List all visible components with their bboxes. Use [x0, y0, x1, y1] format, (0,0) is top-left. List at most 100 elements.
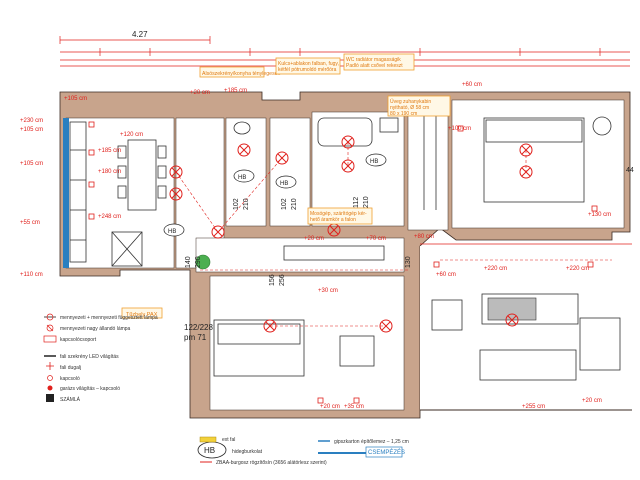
- legend-item: kapcsoló: [60, 376, 80, 382]
- height-label: +220 cm: [484, 266, 507, 272]
- height-label: +105 cm: [20, 127, 43, 133]
- legend: mennyezeti + mennyezeti függesztett lámp…: [43, 313, 158, 403]
- svg-text:HB: HB: [280, 181, 288, 187]
- footer-caption: ZBAA-burgosz rögzítősín (3656 alátörlesz…: [216, 460, 327, 466]
- legend-item: fali dugalj: [60, 365, 81, 371]
- note-text: Mosógép, szárítógép kér-hető áramkör a f…: [310, 211, 367, 223]
- note-box: [387, 95, 451, 117]
- light-fixtures: [169, 135, 533, 333]
- note-text: Tűzhely PAX: [126, 312, 158, 318]
- room-living: [209, 275, 405, 411]
- top-dimension-label: 4.27: [132, 30, 148, 39]
- height-label: +60 cm: [436, 272, 456, 278]
- room-dimension: pm 71: [184, 333, 207, 342]
- svg-text:HB: HB: [168, 229, 176, 235]
- height-label: +105 cm: [20, 161, 43, 167]
- height-label: +248 cm: [98, 214, 121, 220]
- door-dimension: 256: [279, 274, 286, 286]
- pendant-lamp-icon: [46, 313, 54, 321]
- ext-wall-swatch: [199, 436, 217, 443]
- outlet-icon: [88, 121, 95, 128]
- height-label: +20 cm: [304, 236, 324, 242]
- note-box: [275, 57, 341, 75]
- csempe-label: CSEMPÉZÉS: [368, 449, 405, 456]
- height-label: +185 cm: [224, 88, 247, 94]
- svg-text:HB: HB: [370, 159, 378, 165]
- height-label: +20 cm: [320, 404, 340, 410]
- door-dimension: 130: [405, 256, 412, 268]
- room-label-hb: HB: [233, 169, 255, 183]
- legend-item: mennyezeti + mennyezeti függesztett lámp…: [60, 315, 158, 321]
- outlet-icon: [88, 181, 95, 188]
- note-box: [307, 207, 373, 225]
- door-dimension: 102: [233, 198, 240, 210]
- height-label: +80 cm: [414, 234, 434, 240]
- door-dimension: 290: [195, 256, 202, 268]
- door-dimension: 210: [243, 198, 250, 210]
- outlet-icon: [88, 213, 95, 220]
- note-text: Kulcs+ablakon falban, fugy,kétfél pótrum…: [278, 61, 339, 73]
- outlets: [88, 121, 598, 404]
- height-label: +130 cm: [588, 212, 611, 218]
- height-label: +55 cm: [20, 220, 40, 226]
- fixtures: [69, 112, 621, 381]
- height-label: +20 cm: [190, 90, 210, 96]
- note-box: [343, 53, 415, 71]
- lamp-icon: [505, 313, 519, 327]
- room-label-hb: HB: [275, 175, 297, 189]
- outlet-icon: [353, 397, 360, 404]
- legend-item: fali szekrény LED világítás: [60, 354, 119, 360]
- garage-light-icon: [47, 385, 53, 391]
- room-corridor: [269, 117, 311, 227]
- legend-item: SZÁMLÁ: [60, 396, 81, 403]
- outlet-icon: [591, 205, 598, 212]
- height-label: +70 cm: [366, 236, 386, 242]
- outlet-icon: [587, 261, 594, 268]
- room-wardrobe: [407, 99, 449, 231]
- switch-group-icon: [43, 335, 57, 343]
- meter-icon: [46, 394, 54, 402]
- walls: [59, 91, 632, 419]
- wiring: [175, 142, 632, 327]
- height-label: +185 cm: [98, 148, 121, 154]
- hb-legend-caption: hidegburkolat: [232, 449, 263, 455]
- door-dimension: 112: [353, 197, 360, 208]
- switch-icon: [47, 375, 53, 381]
- water-pipe-icon: [63, 118, 69, 268]
- height-label: +110 cm: [20, 272, 43, 278]
- height-label: +220 cm: [566, 266, 589, 272]
- ext-wall-caption: ext fal: [222, 437, 235, 443]
- door-dimension: 210: [291, 198, 298, 210]
- door-dimension: 140: [185, 256, 192, 268]
- lamp-icon: [169, 187, 183, 201]
- height-label: +255 cm: [522, 404, 545, 410]
- hb-legend-label: HB: [204, 446, 215, 455]
- height-label: +120 cm: [120, 132, 143, 138]
- wall-outlet-icon: [46, 362, 54, 370]
- height-label: +60 cm: [462, 82, 482, 88]
- height-label: +20 cm: [582, 398, 602, 404]
- bottom-legend: HB hidegburkolat ext fal gipszkarton épí…: [197, 436, 409, 466]
- room-label-hb: HB: [365, 153, 387, 167]
- room-bedroom: [451, 99, 625, 229]
- outlet-icon: [88, 149, 95, 156]
- note-box: [199, 66, 265, 78]
- room-hall: [195, 237, 405, 273]
- lamp-icon: [237, 143, 251, 157]
- height-labels: +105 cm +230 cm +105 cm +105 cm +20 cm +…: [20, 82, 611, 410]
- height-label: +230 cm: [20, 118, 43, 124]
- door-dimension: 102: [281, 198, 288, 210]
- height-label: +35 cm: [344, 404, 364, 410]
- legend-item: garázs világítás – kapcsoló: [60, 386, 120, 392]
- legend-item: mennyezeti nagy állandó lámpa: [60, 326, 131, 332]
- ceiling-lamp-icon: [46, 324, 54, 332]
- door-dimensions: 102 210 102 210 112 210 140 290 156 256 …: [185, 196, 412, 286]
- room-bathroom: [311, 111, 405, 227]
- room-dimension: 122/228: [184, 323, 213, 332]
- height-label: +180 cm: [98, 169, 121, 175]
- height-label: +30 cm: [318, 288, 338, 294]
- door-dimension: 156: [269, 274, 276, 286]
- note-box: [121, 307, 163, 319]
